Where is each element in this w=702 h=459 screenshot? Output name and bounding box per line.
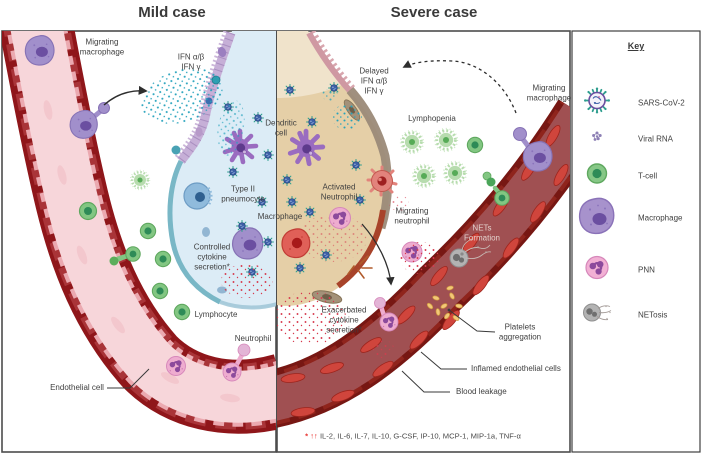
mild-alveolus-cells [183,101,274,278]
severe-secretion-dots [277,89,440,358]
viral-rna-icon [590,129,605,149]
t-cell-icon [585,162,609,191]
mild-vessel [2,31,276,434]
pnn-icon [583,254,611,287]
macrophage-icon [578,197,616,240]
mild-panel-graphics [2,31,276,434]
sars-cov-2-icon [582,86,612,121]
leader-lines [107,308,496,393]
severe-tissue-cells [374,127,553,332]
key-panel: Key SARS-CoV-2 [572,31,700,452]
severe-vessel [277,99,570,428]
key-label-pnn: PNN [638,265,655,275]
key-label-sars-cov-2: SARS-CoV-2 [638,98,685,108]
key-label-macrophage: Macrophage [638,213,683,223]
type2-pneumocyte-cell [183,182,213,210]
arrows [103,60,517,286]
key-label-viral-rna: Viral RNA [638,134,673,144]
inflamed-endothelial-cells [280,124,569,417]
netosis-cell [449,238,492,268]
key-title: Key [627,41,645,51]
key-label-t-cell: T-cell [638,171,658,181]
key-label-netosis: NETosis [638,310,668,320]
netosis-icon [580,299,614,332]
mild-cells [24,35,251,382]
mild-secretion-dots [141,68,273,298]
severe-panel-graphics [277,31,570,428]
